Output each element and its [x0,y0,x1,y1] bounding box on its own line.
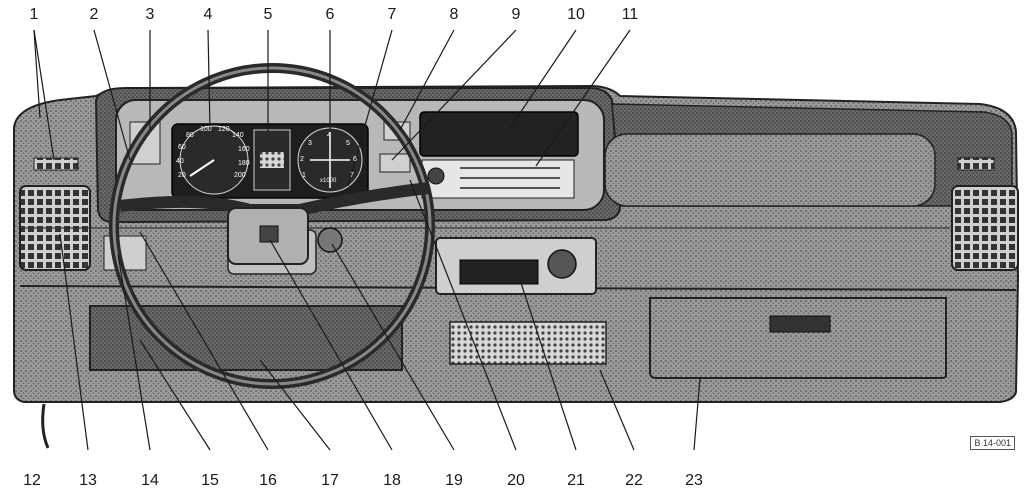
callout-20: 20 [507,472,525,489]
bonnet-release [41,403,50,449]
glove-box-latch [769,315,831,333]
callout-5: 5 [263,6,273,23]
glove-box [649,297,947,379]
tacho-tick: 6 [353,156,357,163]
tacho-unit: x1000 [320,178,337,184]
callout-11: 11 [621,6,639,23]
heater-controls [421,159,575,199]
radio-knob [547,249,577,279]
speed-tick: 100 [200,126,212,133]
callout-1: 1 [29,6,39,23]
speedometer-scale: 20 40 60 80 100 120 140 160 180 200 [176,118,256,198]
callout-22: 22 [625,472,643,489]
leader-lines [33,29,701,451]
callout-18: 18 [383,472,401,489]
tacho-tick: 5 [346,140,350,147]
tacho-tick: 1 [302,172,306,179]
reference-code: B 14-001 [970,436,1015,450]
tacho-tick: 4 [327,132,331,139]
callout-8: 8 [449,6,459,23]
callout-23: 23 [685,472,703,489]
callout-17: 17 [321,472,339,489]
tachometer-scale: 1 2 3 4 5 6 7 x1000 [298,128,362,192]
callout-10: 10 [567,6,585,23]
callout-9: 9 [511,6,521,23]
speed-tick: 180 [238,160,250,167]
right-vent [951,185,1019,271]
callout-16: 16 [259,472,277,489]
speed-tick: 80 [186,132,194,139]
radio-slot [459,259,539,285]
speed-tick: 200 [234,172,246,179]
callout-6: 6 [325,6,335,23]
speed-tick: 120 [218,126,230,133]
callout-13: 13 [79,472,97,489]
vw-emblem [259,225,279,243]
speaker-grill [449,321,607,365]
callout-2: 2 [89,6,99,23]
callout-15: 15 [201,472,219,489]
right-panel-recess [604,133,936,207]
callout-21: 21 [567,472,585,489]
callout-12: 12 [23,472,41,489]
callout-3: 3 [145,6,155,23]
ignition-lock [317,227,343,253]
callout-14: 14 [141,472,159,489]
speed-tick: 60 [178,144,186,151]
tacho-tick: 2 [300,156,304,163]
speed-tick: 140 [232,132,244,139]
tacho-tick: 3 [308,140,312,147]
speed-tick: 40 [176,158,184,165]
callout-7: 7 [387,6,397,23]
tacho-tick: 7 [350,172,354,179]
callout-4: 4 [203,6,213,23]
callout-19: 19 [445,472,463,489]
speed-tick: 160 [238,146,250,153]
speed-tick: 20 [178,172,186,179]
display-panel [419,111,579,157]
